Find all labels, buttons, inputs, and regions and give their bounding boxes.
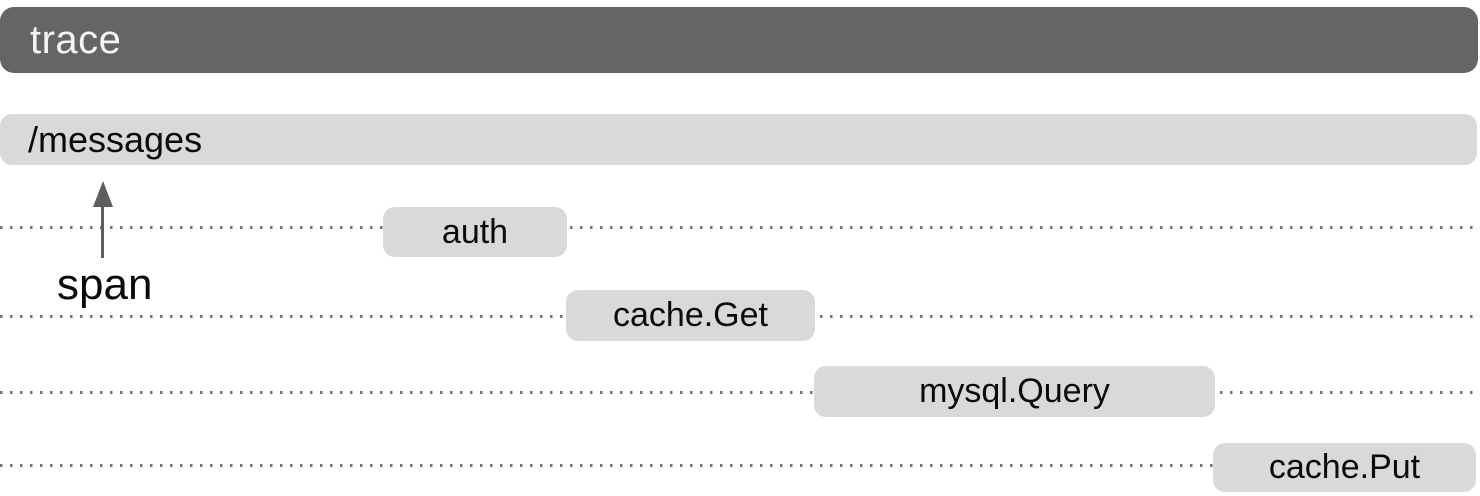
span-timeline-dotted-line <box>0 464 1480 467</box>
arrow-head <box>93 181 113 207</box>
span-box-label: cache.Put <box>1268 448 1421 486</box>
span-box-mysql-query: mysql.Query <box>814 366 1215 417</box>
span-box-label: cache.Get <box>613 296 768 334</box>
trace-bar-label: trace <box>30 17 122 62</box>
span-timeline-dotted-line <box>0 391 1480 394</box>
root-span-label: /messages <box>28 118 203 160</box>
span-box-auth: auth <box>383 207 567 257</box>
span-box-cache-put: cache.Put <box>1213 443 1476 492</box>
span-box-cache-get: cache.Get <box>566 290 815 341</box>
span-box-label: auth <box>441 212 509 251</box>
span-box-label: mysql.Query <box>919 372 1110 410</box>
arrow-shaft <box>101 203 104 258</box>
trace-bar: trace <box>0 7 1478 73</box>
span-annotation-label: span <box>57 260 153 309</box>
root-span-bar: /messages <box>0 114 1477 165</box>
span-timeline-dotted-line <box>0 226 1480 229</box>
